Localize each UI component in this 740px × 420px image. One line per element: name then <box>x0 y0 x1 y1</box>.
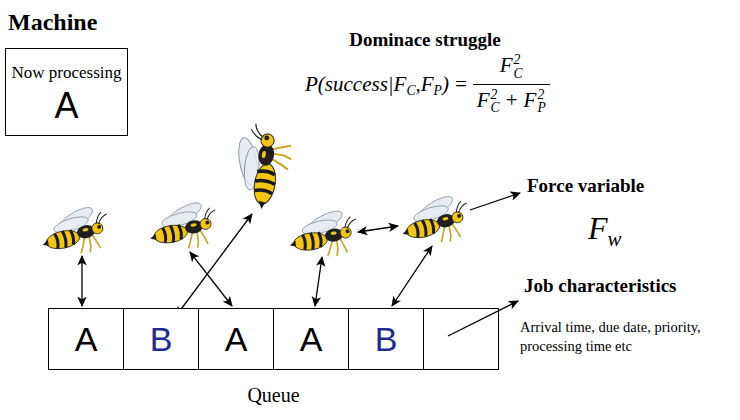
numerator: F2C <box>496 53 527 80</box>
job-letter: A <box>300 320 323 359</box>
formula-operator: + <box>506 88 518 112</box>
interaction-arrow <box>358 226 398 232</box>
machine-box: MachineNow processingA <box>5 48 128 136</box>
job-letter: A <box>225 320 248 359</box>
queue-slot: A <box>48 308 124 370</box>
queue-slot: A <box>198 308 274 370</box>
formula-subscript: w <box>608 227 622 250</box>
force-symbol: Fw <box>588 210 621 247</box>
section-heading: Force variable <box>527 175 644 197</box>
script-stack: 2C <box>491 88 500 115</box>
queue-slot: B <box>123 308 199 370</box>
formula-symbol: ) <box>442 72 449 96</box>
interaction-arrow <box>315 257 322 306</box>
wasp <box>286 205 361 263</box>
job-description: Arrival time, due date, priority, proces… <box>520 318 725 356</box>
formula-operator: = <box>455 72 467 96</box>
interaction-arrow <box>392 246 432 306</box>
formula-symbol: P(success| <box>305 72 394 96</box>
script-stack: 2C <box>514 53 523 80</box>
formula-superscript: 2 <box>537 88 545 102</box>
formula-symbol: , <box>416 72 421 96</box>
script-stack: 2P <box>537 88 545 115</box>
formula-subscript: P <box>434 83 442 98</box>
formula-symbol: F <box>421 72 434 96</box>
formula-symbol: F <box>588 210 608 246</box>
interaction-arrow <box>81 256 82 306</box>
status-text: Now processing <box>11 63 121 83</box>
formula-subscript: C <box>491 101 500 115</box>
section-heading: Dominace struggle <box>349 29 500 51</box>
section-heading: Job characteristics <box>524 275 676 297</box>
job-letter: B <box>150 320 173 359</box>
formula-symbol: F <box>500 53 513 77</box>
job-letter: A <box>75 320 98 359</box>
fraction: F2CF2C+F2P <box>473 53 550 115</box>
formula-symbol: F <box>477 88 490 112</box>
pointer-arrow <box>448 301 518 336</box>
wasp <box>145 196 221 256</box>
empty-queue-slot <box>423 308 499 370</box>
formula-lhs: P(success|FC,FP)= <box>305 72 473 97</box>
formula-subscript: P <box>537 101 545 115</box>
wasp <box>396 189 474 251</box>
interaction-arrow <box>190 252 232 306</box>
formula-subscript: C <box>514 67 523 81</box>
formula: P(success|FC,FP)=F2CF2C+F2P <box>305 53 550 115</box>
formula-symbol: F <box>524 88 537 112</box>
denominator: F2C+F2P <box>473 88 550 115</box>
job-letter: A <box>54 85 78 127</box>
queue-label: Queue <box>247 384 299 407</box>
wasp <box>36 200 114 262</box>
formula-symbol: F <box>394 72 407 96</box>
formula-subscript: C <box>406 83 415 98</box>
formula-superscript: 2 <box>491 88 500 102</box>
queue-slot: A <box>273 308 349 370</box>
queue: QueueABAAB <box>48 308 499 370</box>
fraction-bar <box>473 84 550 85</box>
pointer-arrow <box>470 193 520 210</box>
interaction-arrow <box>176 214 252 316</box>
job-letter: B <box>375 320 398 359</box>
wasp <box>224 121 296 213</box>
formula-superscript: 2 <box>514 53 523 67</box>
queue-slot: B <box>348 308 424 370</box>
